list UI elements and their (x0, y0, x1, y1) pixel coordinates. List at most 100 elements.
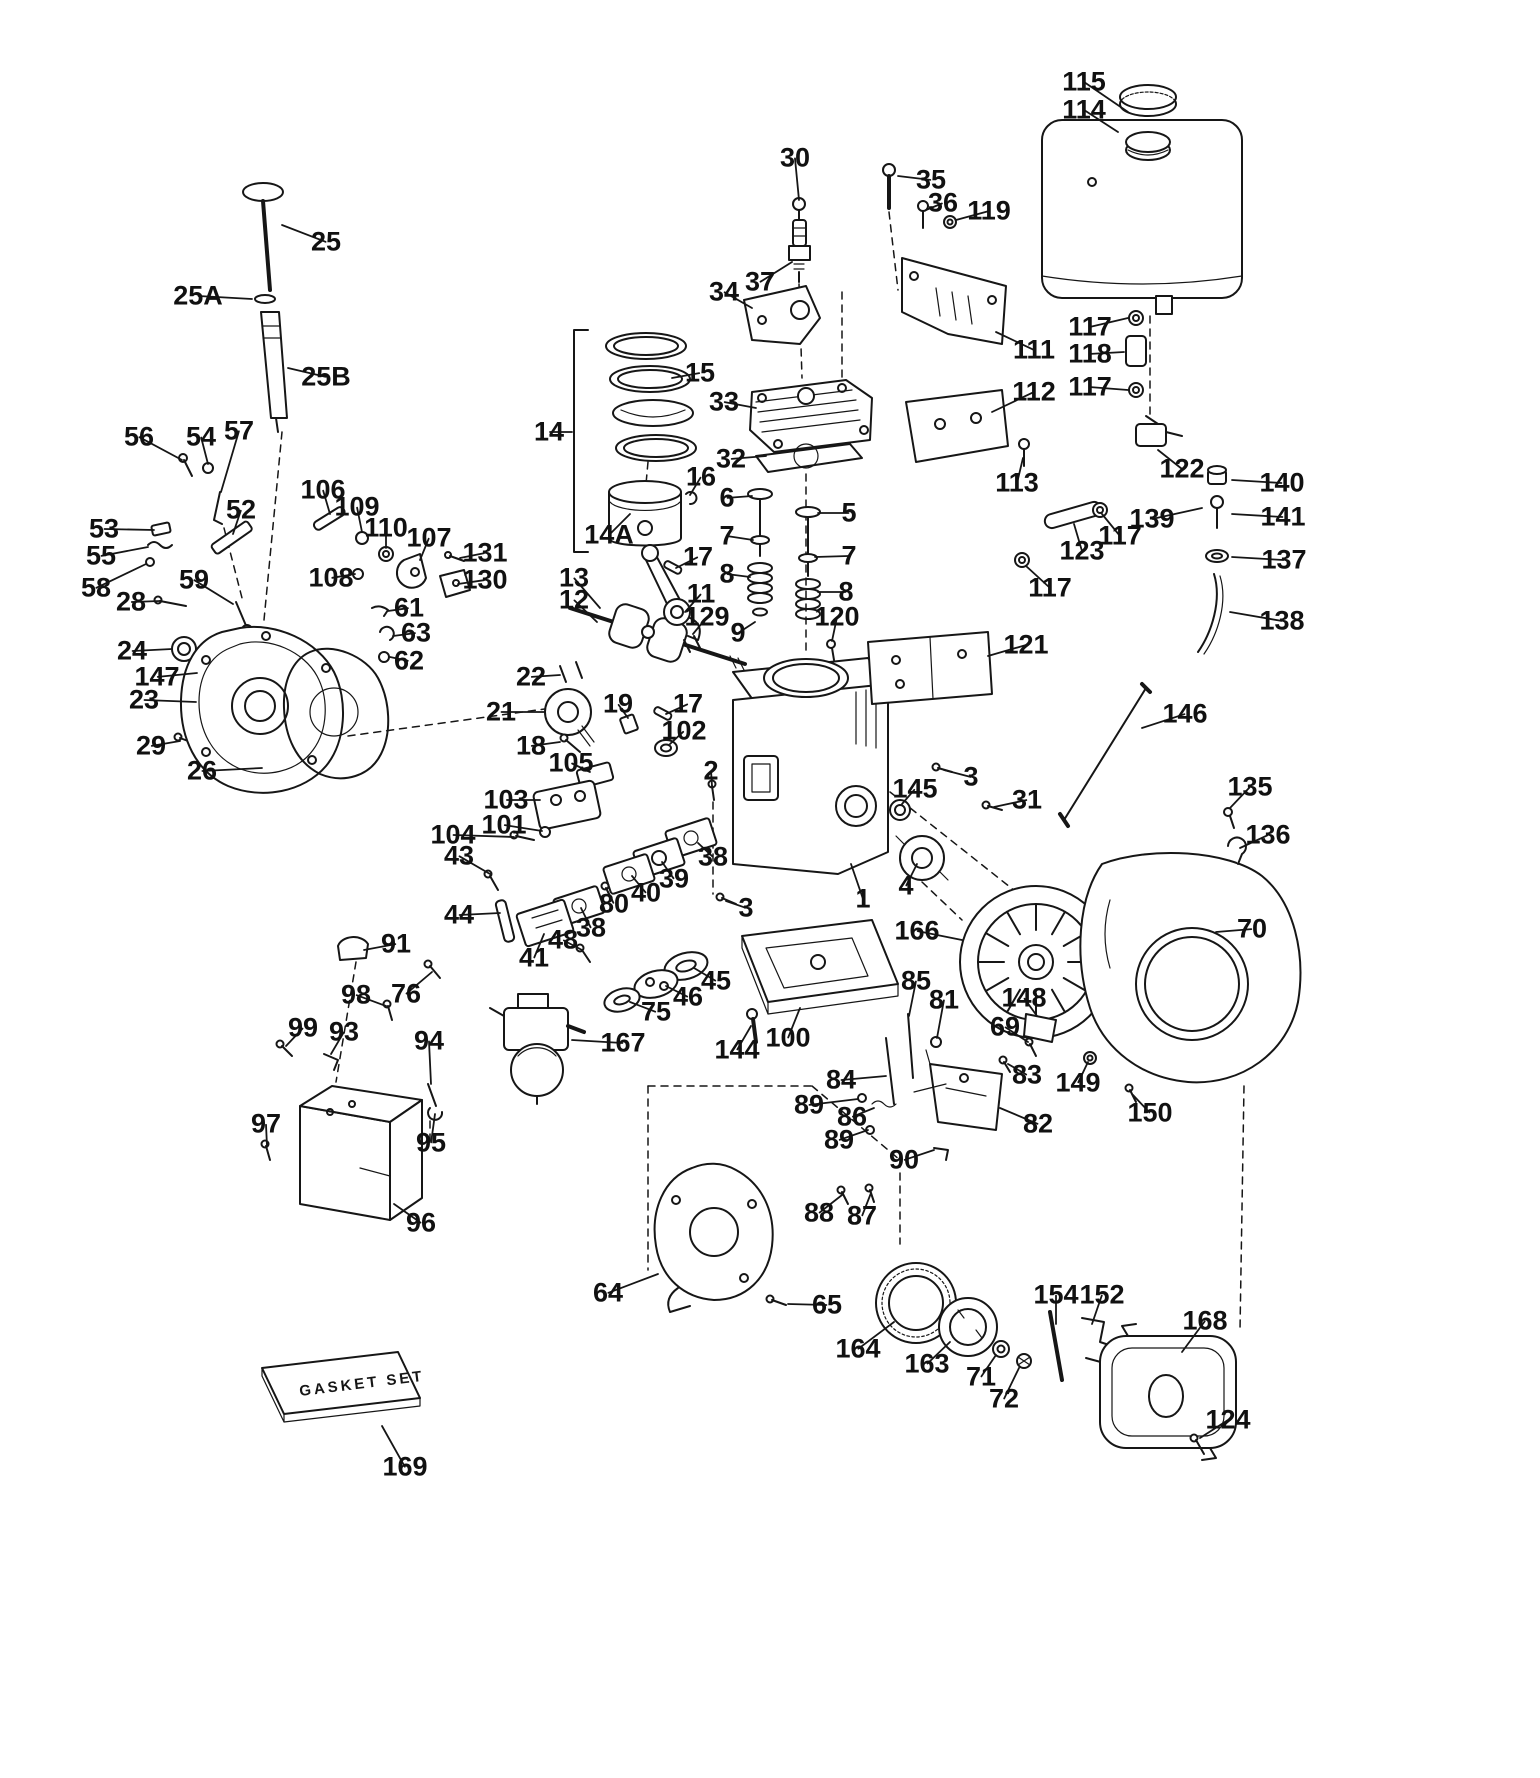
leader-line-140 (1231, 479, 1283, 484)
intake-plates (483, 817, 718, 1013)
leader-line-87 (861, 1192, 872, 1217)
camshaft-parts (312, 506, 471, 598)
leader-line-25 (281, 224, 327, 243)
leader-line-25A (197, 295, 253, 300)
leader-line-13 (573, 577, 601, 609)
leader-line-38 (580, 907, 592, 929)
leader-line-30 (794, 157, 800, 201)
leader-line-113 (1016, 457, 1024, 484)
leader-line-14A (608, 513, 631, 536)
leader-line-107 (419, 537, 430, 561)
leader-line-96 (393, 1203, 422, 1224)
retainer-clips (371, 605, 395, 663)
leader-line-139 (1151, 507, 1203, 520)
piston (608, 480, 682, 547)
leader-line-3 (725, 900, 747, 909)
leader-line-88 (818, 1194, 843, 1214)
leader-line-89 (838, 1129, 869, 1141)
leader-line-65 (787, 1303, 828, 1306)
leader-line-32 (730, 455, 767, 460)
leader-line-38 (697, 842, 714, 858)
mounting-base (741, 919, 899, 1044)
leader-line-15 (671, 372, 701, 379)
leader-line-11 (684, 593, 702, 613)
leader-line-164 (857, 1321, 895, 1350)
dipstick-assembly (242, 182, 288, 433)
leader-line-89 (808, 1098, 859, 1106)
leader-line-149 (1077, 1061, 1089, 1084)
leader-line-81 (936, 999, 945, 1039)
leader-line-90 (903, 1149, 935, 1161)
leader-line-7 (814, 555, 850, 558)
leader-line-114 (1083, 109, 1119, 133)
leader-line-169 (381, 1425, 406, 1468)
leader-line-99 (285, 1027, 304, 1047)
control-bracket (743, 285, 821, 345)
leader-line-120 (831, 616, 838, 642)
leader-line-163 (926, 1341, 951, 1365)
leader-line-59 (193, 579, 234, 605)
leader-line-52 (232, 509, 242, 535)
leader-line-25B (287, 367, 327, 378)
leader-line-62 (389, 656, 409, 662)
leader-line-94 (428, 1040, 432, 1085)
leader-line-44 (458, 912, 501, 916)
fuel-system-parts (1014, 310, 1229, 655)
cylinder-head (749, 379, 873, 453)
leader-line-115 (1083, 81, 1129, 113)
leader-line-35 (897, 175, 932, 181)
leader-line-84 (840, 1075, 887, 1081)
leader-line-37 (759, 261, 793, 283)
governor-link (1058, 682, 1152, 828)
governor-gear (544, 661, 673, 753)
leader-line-146 (1141, 713, 1186, 729)
leader-line-152 (1091, 1294, 1103, 1325)
leader-line-72 (1003, 1367, 1020, 1400)
tank-bracket-upper (901, 257, 1007, 345)
leader-line-104 (452, 834, 515, 838)
leader-line-53 (103, 528, 155, 531)
leader-line-97 (265, 1123, 268, 1147)
starter-backing-plate (653, 1162, 787, 1313)
leader-line-71 (980, 1354, 997, 1378)
leader-line-93 (330, 1031, 345, 1055)
muffler-bracket (826, 631, 993, 705)
leader-line-130 (457, 579, 485, 585)
leader-line-4 (905, 863, 918, 887)
leader-line-69 (1004, 1026, 1029, 1043)
leader-line-24 (131, 648, 173, 652)
leader-line-129 (692, 616, 708, 635)
mounting-bolts (882, 163, 957, 229)
leader-line-43 (458, 855, 491, 875)
leader-line-3 (943, 769, 972, 778)
leader-line-117 (1089, 386, 1129, 391)
governor-linkage (836, 1013, 1137, 1205)
leader-line-148 (1023, 997, 1038, 1017)
leader-line-117 (1025, 565, 1051, 589)
leader-line-112 (991, 391, 1035, 413)
connecting-rod (641, 544, 701, 653)
leader-line-166 (916, 930, 963, 941)
valves-and-springs (685, 488, 821, 620)
leader-line-85 (908, 980, 917, 1017)
leader-line-117 (1089, 317, 1129, 328)
leader-line-150 (1132, 1094, 1151, 1114)
blower-housing (1079, 807, 1302, 1084)
leader-line-131 (459, 552, 485, 559)
leader-line-36 (925, 202, 943, 211)
leader-line-135 (1229, 786, 1251, 809)
leader-line-61 (387, 607, 409, 612)
leader-line-95 (430, 1113, 436, 1144)
leader-line-17 (675, 556, 699, 569)
leader-line-45 (693, 967, 717, 982)
leader-line-122 (1157, 449, 1183, 470)
leader-line-105 (571, 762, 591, 773)
leader-line-144 (736, 1025, 752, 1051)
leader-line-167 (571, 1039, 624, 1044)
leader-line-123 (1073, 523, 1083, 552)
leader-line-12 (573, 599, 598, 623)
leader-line-7 (726, 535, 754, 541)
leader-line-18 (530, 741, 561, 747)
leader-line-9 (737, 621, 756, 634)
